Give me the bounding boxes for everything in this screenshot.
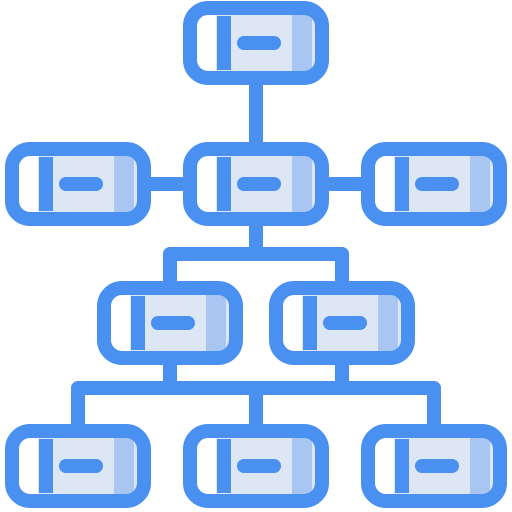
connector-lines (71, 71, 441, 438)
node-box-outline (361, 142, 507, 226)
connector-center-to-mid (163, 212, 349, 295)
node-mid-right (269, 281, 415, 365)
node-box-outline (183, 424, 329, 508)
node-box-outline (269, 281, 415, 365)
node-box-outline (97, 281, 243, 365)
node-bottom-center (183, 424, 329, 508)
node-box-outline (183, 142, 329, 226)
connector-bottom-bar (71, 381, 441, 438)
node-right (361, 142, 507, 226)
node-boxes (5, 1, 507, 508)
node-mid-left (97, 281, 243, 365)
node-box-outline (183, 1, 329, 85)
node-bottom-left (5, 424, 151, 508)
node-box-outline (361, 424, 507, 508)
node-box-outline (5, 142, 151, 226)
node-bottom-right (361, 424, 507, 508)
node-box-outline (5, 424, 151, 508)
node-top (183, 1, 329, 85)
node-center (183, 142, 329, 226)
node-left (5, 142, 151, 226)
